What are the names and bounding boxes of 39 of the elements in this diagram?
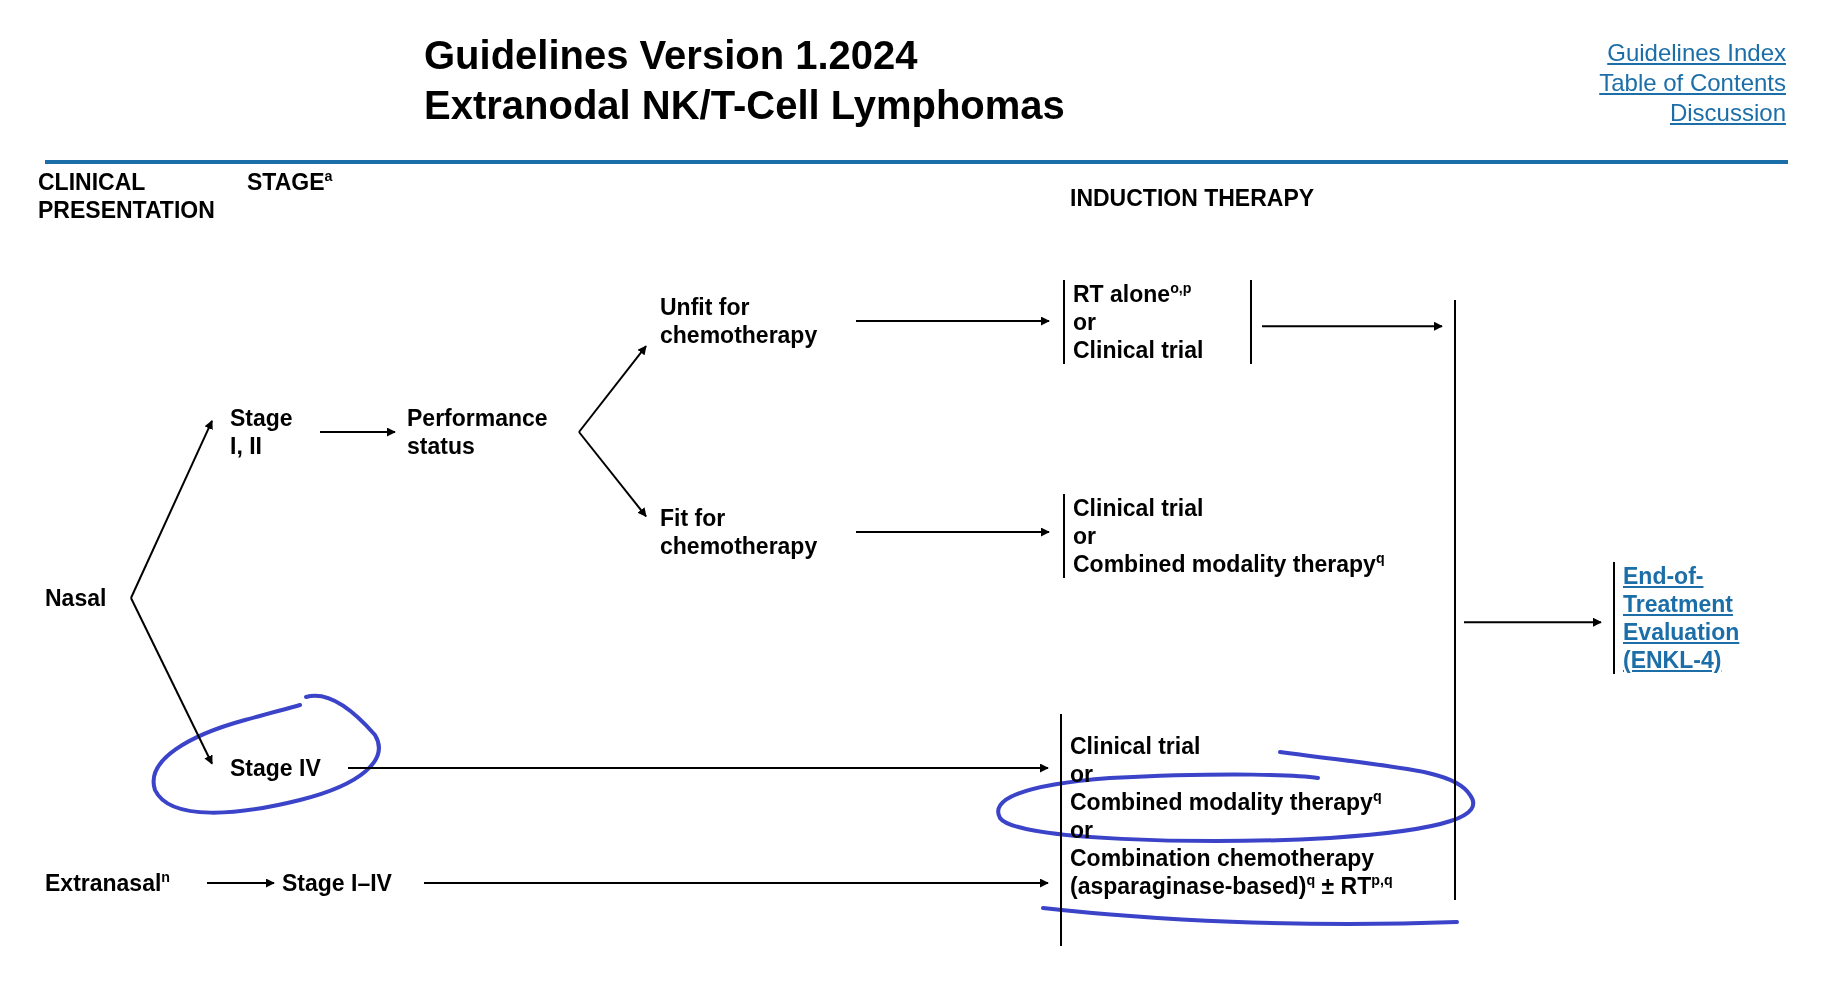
link: Guidelines Index	[1607, 38, 1786, 68]
link: End-of-Treatment Evaluation (ENKL-4)	[1623, 562, 1741, 674]
arrow	[319, 427, 396, 437]
option-text: Clinical trial	[1073, 336, 1205, 364]
option-text: RT alone$^{o,p}$	[1073, 280, 1193, 308]
heading: Guidelines Version 1.2024	[424, 32, 918, 79]
option-text: or	[1073, 522, 1097, 550]
step-label: Nasal	[45, 584, 125, 612]
option-text: or	[1073, 308, 1097, 336]
column-heading: CLINICAL PRESENTATION	[38, 168, 216, 224]
arrow	[855, 316, 1050, 326]
arrow	[1261, 321, 1443, 331]
arrow	[855, 527, 1050, 537]
step-label: Performance status	[407, 404, 577, 460]
option-text: Clinical trial	[1070, 732, 1202, 760]
arrow	[578, 431, 647, 518]
title: Extranodal NK/T-Cell Lymphomas	[424, 82, 1065, 129]
step-label: Unfit for chemotherapy	[660, 293, 840, 349]
column-heading: STAGE$^{a}$	[247, 168, 334, 196]
arrow	[578, 345, 647, 433]
step-label: Extranasal$^{n}$	[45, 869, 195, 897]
arrow	[1463, 617, 1602, 627]
arrow	[130, 419, 213, 599]
link: Table of Contents	[1599, 68, 1786, 98]
step-label: Stage I, II	[230, 404, 310, 460]
step-label: Stage I–IV	[282, 869, 412, 897]
arrow	[206, 878, 275, 888]
option-text: Clinical trial	[1073, 494, 1205, 522]
option-text: Combination chemotherapy (asparaginase-based)$^{q}$ ± RT$^{p,q}$	[1070, 844, 1394, 900]
option-text: Combined modality therapy$^{q}$	[1070, 788, 1383, 816]
arrow	[347, 763, 1049, 773]
arrow	[130, 597, 213, 765]
link: Discussion	[1669, 98, 1786, 128]
step-label: Fit for chemotherapy	[660, 504, 840, 560]
arrow	[423, 878, 1049, 888]
column-heading: INDUCTION THERAPY	[1070, 184, 1316, 212]
bracket-box	[1063, 280, 1252, 364]
option-text: Combined modality therapy$^{q}$	[1073, 550, 1386, 578]
step-label: Stage IV	[230, 754, 340, 782]
